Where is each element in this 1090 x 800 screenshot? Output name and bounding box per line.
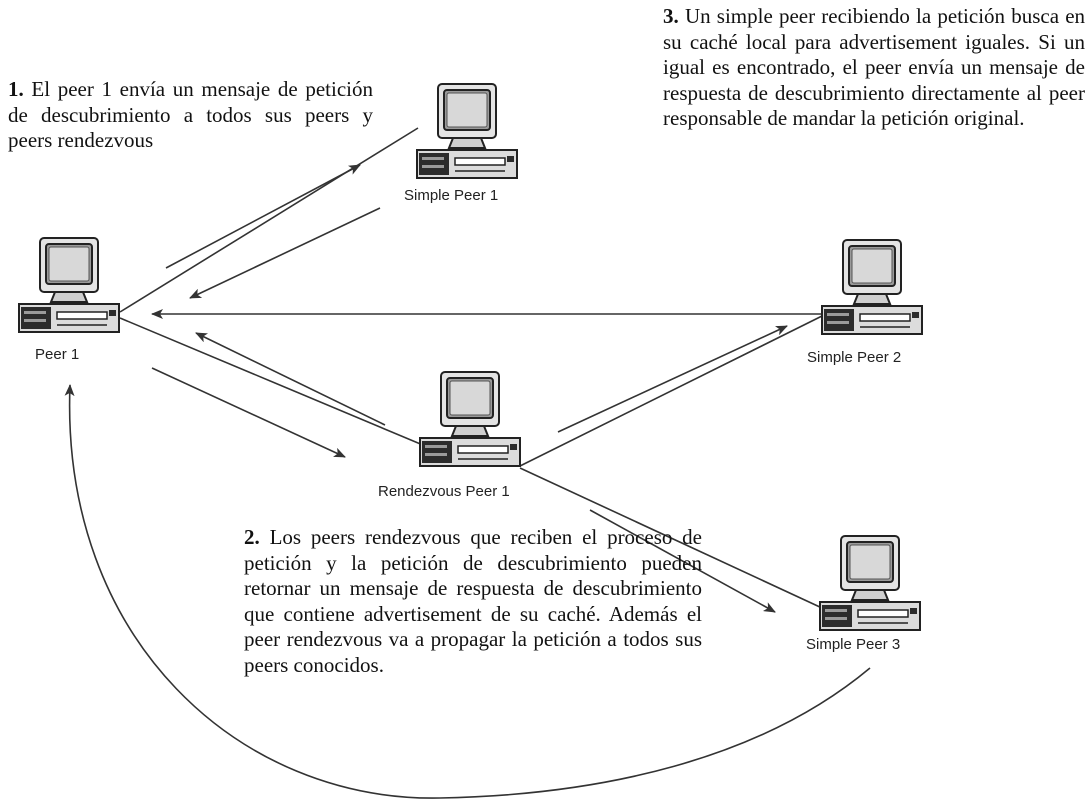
link-rdv-sp2 [519, 315, 823, 467]
rendezvous-peer-1-label: Rendezvous Peer 1 [378, 483, 510, 500]
step-3-number: 3. [663, 4, 679, 28]
simple-peer-2-label: Simple Peer 2 [807, 349, 902, 366]
peer1-label: Peer 1 [35, 346, 80, 363]
arrow-propagate-rdv-sp3 [589, 509, 776, 613]
arrow-sp3-to-peer1 [64, 384, 871, 799]
step-1-note: 1. El peer 1 envía un mensaje de petició… [8, 77, 373, 154]
arrow-request-peer1-sp1 [165, 164, 361, 269]
step-2-note: 2. Los peers rendezvous que reciben el p… [244, 525, 702, 678]
simple-peer-1-label: Simple Peer 1 [404, 187, 499, 204]
step-2-text: Los peers rendezvous que reciben el proc… [244, 525, 702, 677]
arrow-response-sp1-peer1 [189, 207, 381, 299]
rendezvous-peer-1-computer-icon [418, 370, 522, 470]
arrow-response-rdv-peer1 [195, 332, 386, 426]
simple-peer-2-computer-icon [820, 238, 924, 338]
link-peer1-rdv [119, 317, 431, 449]
simple-peer-3-label: Simple Peer 3 [806, 636, 901, 653]
peer1-computer-icon [17, 236, 121, 336]
step-3-text: Un simple peer recibiendo la petición bu… [663, 4, 1086, 130]
step-2-number: 2. [244, 525, 260, 549]
step-1-number: 1. [8, 77, 24, 101]
arrow-request-peer1-rdv [151, 367, 346, 458]
link-rdv-sp3 [519, 467, 823, 609]
simple-peer-3-computer-icon [818, 534, 922, 634]
link-peer1-sp1 [119, 127, 419, 313]
step-3-note: 3. Un simple peer recibiendo la petición… [663, 4, 1085, 132]
step-1-text: El peer 1 envía un mensaje de petición d… [8, 77, 374, 152]
simple-peer-1-computer-icon [415, 82, 519, 182]
arrow-propagate-rdv-sp2 [557, 325, 788, 433]
